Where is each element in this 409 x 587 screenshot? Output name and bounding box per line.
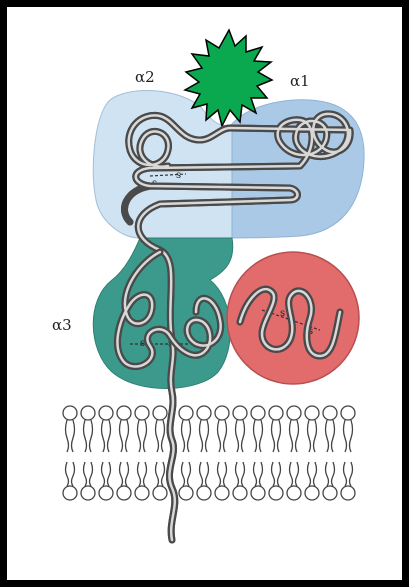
lipid-tail xyxy=(102,462,111,486)
lipid-tail xyxy=(218,420,227,452)
lipid-tail xyxy=(290,420,299,452)
lipid-tail xyxy=(254,420,263,452)
lipid-tail xyxy=(326,420,335,452)
lipid-head xyxy=(305,406,319,420)
lipid-tail xyxy=(138,420,147,452)
s-label: s xyxy=(176,170,181,181)
lipid-tail xyxy=(236,420,245,452)
lipid-head xyxy=(233,486,247,500)
lipid-tail xyxy=(156,462,165,486)
lipid-head xyxy=(287,486,301,500)
lipid-tail xyxy=(200,462,209,486)
lipid-tail xyxy=(66,462,75,486)
lipid-tail xyxy=(290,462,299,486)
alpha3-label: α3 xyxy=(52,316,72,334)
alpha2-label: α2 xyxy=(135,68,155,86)
lipid-bilayer-icon xyxy=(63,406,355,500)
lipid-head xyxy=(135,486,149,500)
lipid-head xyxy=(251,486,265,500)
lipid-head xyxy=(153,486,167,500)
lipid-head xyxy=(341,406,355,420)
lipid-head xyxy=(269,486,283,500)
lipid-tail xyxy=(218,462,227,486)
lipid-tail xyxy=(308,420,317,452)
lipid-tail xyxy=(272,420,281,452)
lipid-head xyxy=(287,406,301,420)
lipid-tail xyxy=(66,420,75,452)
lipid-head xyxy=(341,486,355,500)
lipid-head xyxy=(323,486,337,500)
lipid-tail xyxy=(236,462,245,486)
lipid-head xyxy=(99,486,113,500)
lipid-head xyxy=(179,406,193,420)
lipid-head xyxy=(251,406,265,420)
lipid-tail xyxy=(254,462,263,486)
lipid-tail xyxy=(182,420,191,452)
lipid-head xyxy=(215,486,229,500)
lipid-tail xyxy=(326,462,335,486)
lipid-tail xyxy=(272,462,281,486)
lipid-head xyxy=(197,406,211,420)
lipid-tail xyxy=(200,420,209,452)
lipid-head xyxy=(135,406,149,420)
lipid-tail xyxy=(182,462,191,486)
lipid-tail xyxy=(344,420,353,452)
lipid-tail xyxy=(120,420,129,452)
lipid-head xyxy=(63,406,77,420)
lipid-head xyxy=(323,406,337,420)
lipid-head xyxy=(305,486,319,500)
lipid-tail xyxy=(344,462,353,486)
lipid-tail xyxy=(156,420,165,452)
s-label: s xyxy=(280,308,285,319)
lipid-head xyxy=(81,406,95,420)
lipid-tail xyxy=(84,462,93,486)
alpha1-label: α1 xyxy=(290,72,310,90)
lipid-head xyxy=(81,486,95,500)
lipid-head xyxy=(153,406,167,420)
lipid-head xyxy=(63,486,77,500)
lipid-head xyxy=(117,486,131,500)
lipid-tail xyxy=(120,462,129,486)
lipid-head xyxy=(233,406,247,420)
lipid-tail xyxy=(308,462,317,486)
lipid-head xyxy=(99,406,113,420)
alpha3-domain xyxy=(93,238,233,389)
lipid-head xyxy=(179,486,193,500)
lipid-head xyxy=(215,406,229,420)
lipid-head xyxy=(269,406,283,420)
lipid-head xyxy=(197,486,211,500)
lipid-tail xyxy=(84,420,93,452)
lipid-tail xyxy=(138,462,147,486)
lipid-head xyxy=(117,406,131,420)
lipid-tail xyxy=(102,420,111,452)
